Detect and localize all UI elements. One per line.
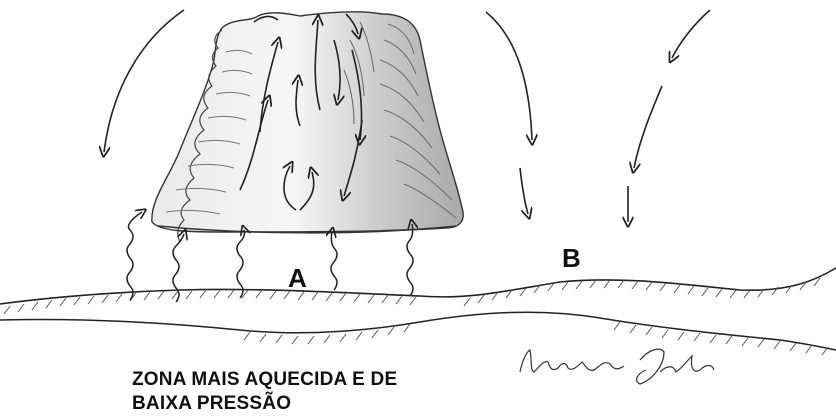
ground-line-front — [0, 268, 836, 304]
label-a: A — [288, 263, 307, 293]
label-b: B — [562, 243, 581, 273]
diagram-caption: ZONA MAIS AQUECIDA E DE BAIXA PRESSÃO — [132, 368, 397, 416]
ground-terrain — [0, 268, 836, 355]
caption-line-1: ZONA MAIS AQUECIDA E DE — [132, 368, 397, 392]
cloud-body — [152, 12, 463, 232]
caption-line-2: BAIXA PRESSÃO — [132, 392, 397, 416]
cloud — [152, 12, 463, 242]
ground-line-back — [0, 312, 836, 350]
artist-signature — [520, 349, 714, 384]
